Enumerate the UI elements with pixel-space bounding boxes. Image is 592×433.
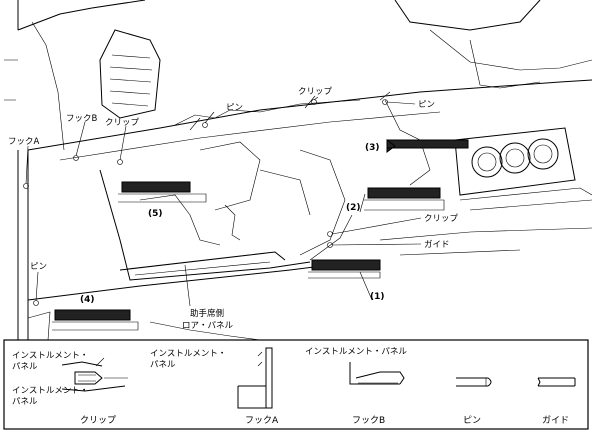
label-clip-top-left: クリップ [105, 118, 140, 128]
step-4-label: (4) [80, 295, 95, 305]
legend-clip: インストルメント・ パネル インストルメント・ パネル クリップ [12, 351, 128, 426]
legend-hook-a-line1: インストルメント・ [150, 349, 226, 359]
label-clip-top-center: クリップ [298, 87, 333, 97]
legend-hook-b-caption: フックB [352, 415, 385, 426]
legend-clip-upper-line2: パネル [12, 362, 38, 372]
legend-box: インストルメント・ パネル インストルメント・ パネル クリップ インストルメン… [3, 339, 589, 430]
hook-b-icon [349, 362, 405, 385]
step-5-label: (5) [148, 209, 163, 219]
label-hook-b: フックB [66, 114, 98, 124]
legend-clip-lower-line1: インストルメント・ [12, 386, 88, 396]
arrow-step-5 [121, 181, 191, 193]
legend-pin: ピン [456, 377, 492, 426]
legend-hook-a-caption: フックA [245, 415, 279, 426]
label-pin-top-right: ピン [418, 100, 435, 110]
legend-hook-a-line2: パネル [150, 360, 176, 370]
dashboard-illustration [4, 0, 592, 341]
label-panel-name-line2: ロア・パネル [182, 321, 234, 331]
step-3-label: (3) [365, 143, 380, 153]
clip-icon [61, 357, 128, 392]
leader-lines [25, 96, 422, 307]
arrow-step-3 [386, 139, 469, 153]
diagram-labels: フックB クリップ フックA ピン クリップ ピン クリップ ガイド ピン 助手… [8, 87, 459, 331]
arrow-step-4 [54, 309, 131, 321]
step-1-label: (1) [370, 292, 385, 302]
step-2-label: (2) [346, 203, 361, 213]
arrows [52, 139, 469, 331]
label-pin-top: ピン [226, 103, 243, 113]
guide-icon [537, 377, 576, 387]
label-panel-name-line1: 助手席側 [190, 308, 224, 319]
legend-clip-lower-line2: パネル [12, 397, 38, 407]
legend-hook-b: インストルメント・パネル フックB [305, 347, 407, 426]
legend-hook-b-label: インストルメント・パネル [305, 347, 407, 357]
legend-guide-caption: ガイド [542, 415, 569, 426]
label-guide-right: ガイド [424, 239, 450, 250]
label-hook-a: フックA [8, 137, 40, 147]
label-clip-right: クリップ [424, 214, 459, 224]
arrow-step-1 [311, 259, 381, 271]
hook-a-icon [237, 347, 273, 409]
arrow-step-2 [367, 187, 441, 199]
legend-hook-a: インストルメント・ パネル フックA [150, 347, 279, 426]
legend-clip-caption: クリップ [80, 415, 116, 426]
legend-guide: ガイド [537, 377, 576, 426]
label-pin-left: ピン [30, 262, 47, 272]
legend-clip-upper-line1: インストルメント・ [12, 351, 88, 361]
legend-pin-caption: ピン [463, 415, 481, 426]
pin-icon [456, 377, 492, 387]
